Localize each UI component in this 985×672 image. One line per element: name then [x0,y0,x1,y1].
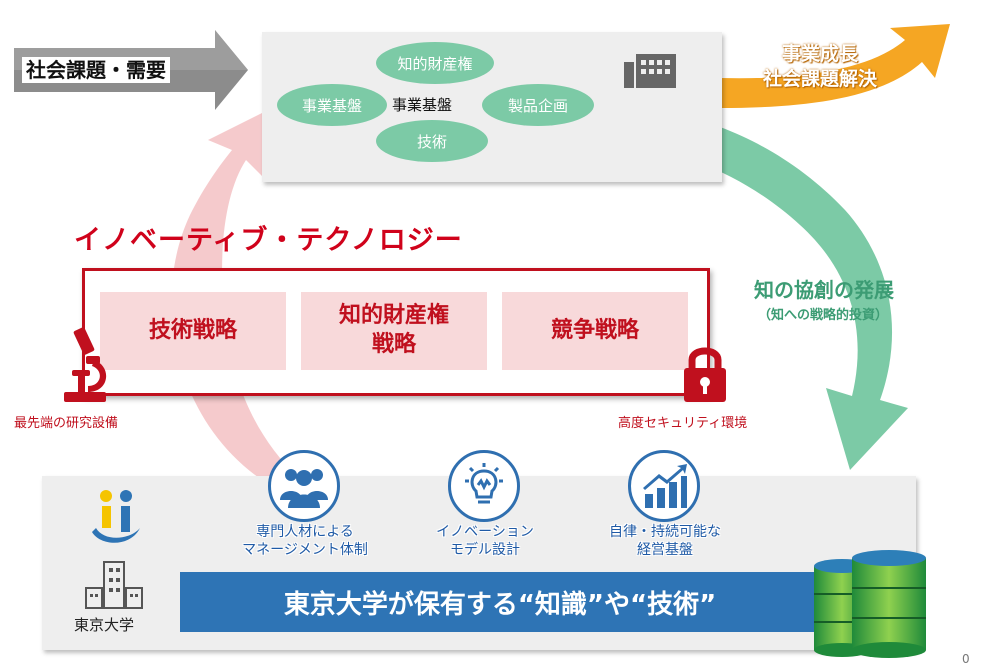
feature-lightbulb-line1: イノベーション [436,524,534,540]
oval-product-planning: 製品企画 [482,84,594,126]
knowledge-cocreation-title: 知の協創の発展 [754,278,894,302]
knowledge-cocreation-subtitle: （知への戦略的投資） [758,308,889,323]
center-business-base: 事業基盤 [392,96,453,114]
strategy-technology-label: 技術戦略 [148,317,237,343]
feature-lightbulb-circle [448,450,520,522]
business-growth-line2: 社会課題解決 [762,67,877,90]
business-growth-line1: 事業成長 [781,43,858,65]
feature-people-caption: 専門人材による マネージメント体制 [222,524,388,559]
feature-people-line1: 専門人材による [256,524,354,540]
innovation-title: イノベーティブ・テクノロジー [74,225,463,256]
university-logo-icon [92,490,140,543]
oval-business-base: 事業基盤 [277,84,387,126]
oval-ip-rights: 知的財産権 [376,42,494,84]
strategy-competition-label: 競争戦略 [550,317,639,343]
database-icon [814,550,926,658]
strategy-box-competition: 競争戦略 [502,292,688,370]
feature-people-line2: マネージメント体制 [242,541,368,558]
feature-growth-line2: 経営基盤 [637,541,693,558]
strategy-ip-line1: 知的財産権 [338,303,449,329]
strategy-box-technology: 技術戦略 [100,292,286,370]
feature-lightbulb-caption: イノベーション モデル設計 [410,524,560,559]
people-icon [280,469,328,508]
feature-growth-circle [628,450,700,522]
feature-people-circle [268,450,340,522]
strategy-box-ip: 知的財産権 戦略 [301,292,487,370]
building-icon [624,54,676,88]
green-cycle-arrow [590,109,908,470]
orange-output-arrow [720,24,950,108]
university-label: 東京大学 [74,616,135,634]
feature-growth-caption: 自律・持続可能な 経営基盤 [588,524,742,559]
oval-technology: 技術 [376,120,488,162]
strategy-ip-line2: 戦略 [371,332,416,357]
knowledge-banner: 東京大学が保有する“知識”や“技術” [180,572,820,632]
lock-icon [684,347,726,402]
page-number: 0 [962,652,970,666]
feature-growth-line1: 自律・持続可能な [609,524,721,540]
security-caption: 高度セキュリティ環境 [618,416,748,431]
growth-chart-icon [643,464,687,508]
feature-lightbulb-line2: モデル設計 [450,541,520,558]
social-demand-label: 社会課題・需要 [22,57,170,83]
microscope-icon [64,327,107,402]
business-growth-label: 事業成長 社会課題解決 [740,42,900,91]
research-equipment-caption: 最先端の研究設備 [14,416,119,431]
lightbulb-icon [465,463,503,504]
university-building-icon [85,561,143,609]
